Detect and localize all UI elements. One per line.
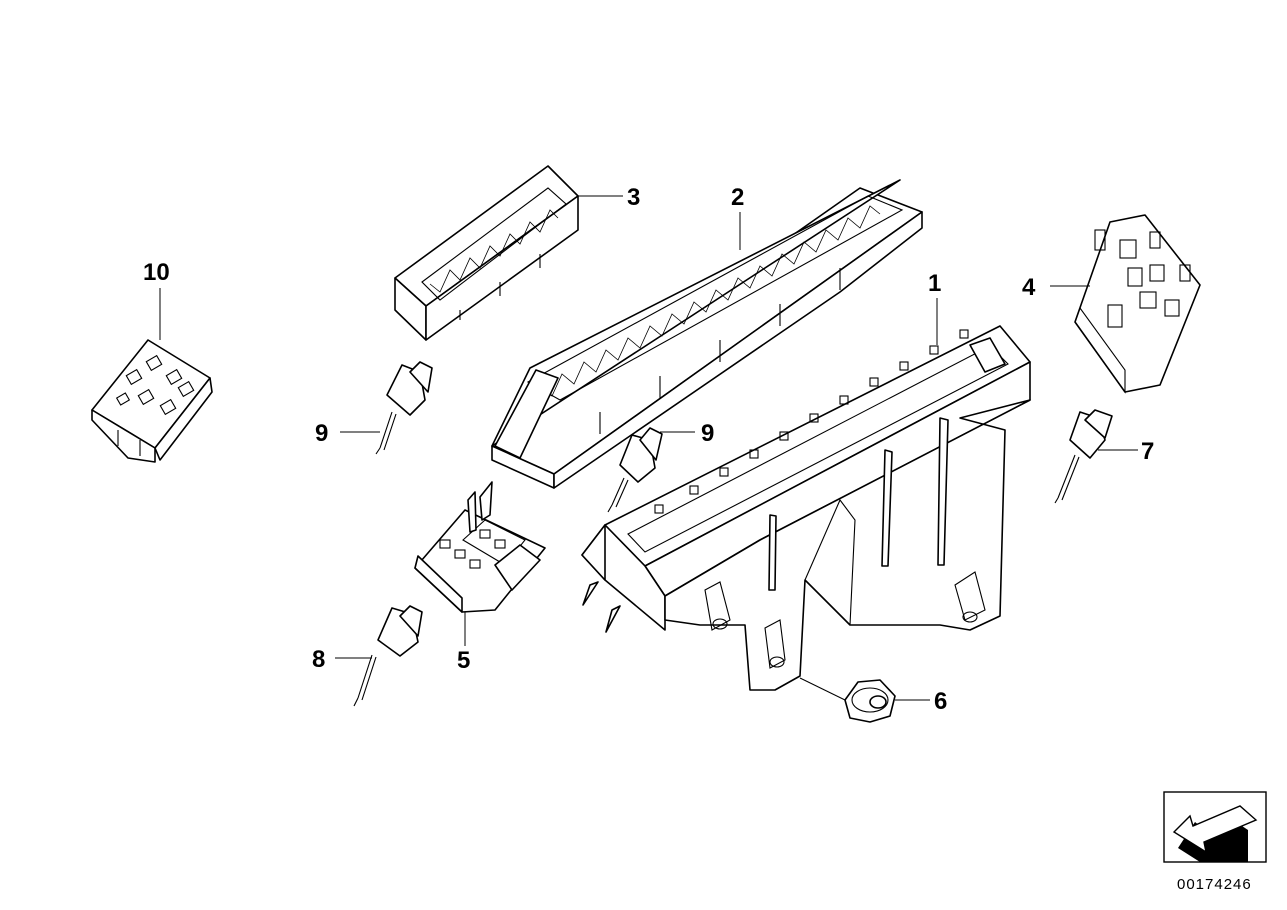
leader-lines — [159, 195, 1138, 701]
part-2-long-housing[interactable] — [491, 179, 923, 489]
label-part-2: 2 — [731, 184, 744, 211]
arrow-icon — [1172, 805, 1258, 862]
label-part-6: 6 — [934, 688, 947, 715]
label-part-8: 8 — [312, 646, 325, 673]
label-part-4: 4 — [1022, 274, 1036, 301]
part-3-short-housing[interactable] — [394, 165, 579, 341]
part-1-bracket[interactable] — [581, 325, 1031, 691]
label-part-10: 10 — [143, 259, 170, 286]
part-10-relay-socket[interactable] — [91, 339, 213, 463]
part-9-plug-left[interactable] — [375, 361, 433, 455]
label-part-3: 3 — [627, 184, 640, 211]
label-part-5: 5 — [457, 647, 470, 674]
label-part-7: 7 — [1141, 438, 1154, 465]
label-part-1: 1 — [928, 270, 941, 297]
part-9-plug-center[interactable] — [607, 427, 663, 513]
callout-labels: 1 2 3 4 5 6 7 8 9 9 10 — [143, 184, 1154, 715]
part-7-plug[interactable] — [1054, 409, 1113, 504]
part-5-relay-socket[interactable] — [414, 481, 546, 613]
part-6-hex-nut[interactable] — [844, 679, 896, 723]
diagram-id: 00174246 — [1177, 876, 1252, 893]
orientation-box — [1163, 791, 1267, 863]
label-part-9-center: 9 — [701, 420, 714, 447]
label-part-9-left: 9 — [315, 420, 328, 447]
part-8-plug[interactable] — [353, 605, 423, 707]
part-4-relay-socket[interactable] — [1074, 214, 1201, 394]
